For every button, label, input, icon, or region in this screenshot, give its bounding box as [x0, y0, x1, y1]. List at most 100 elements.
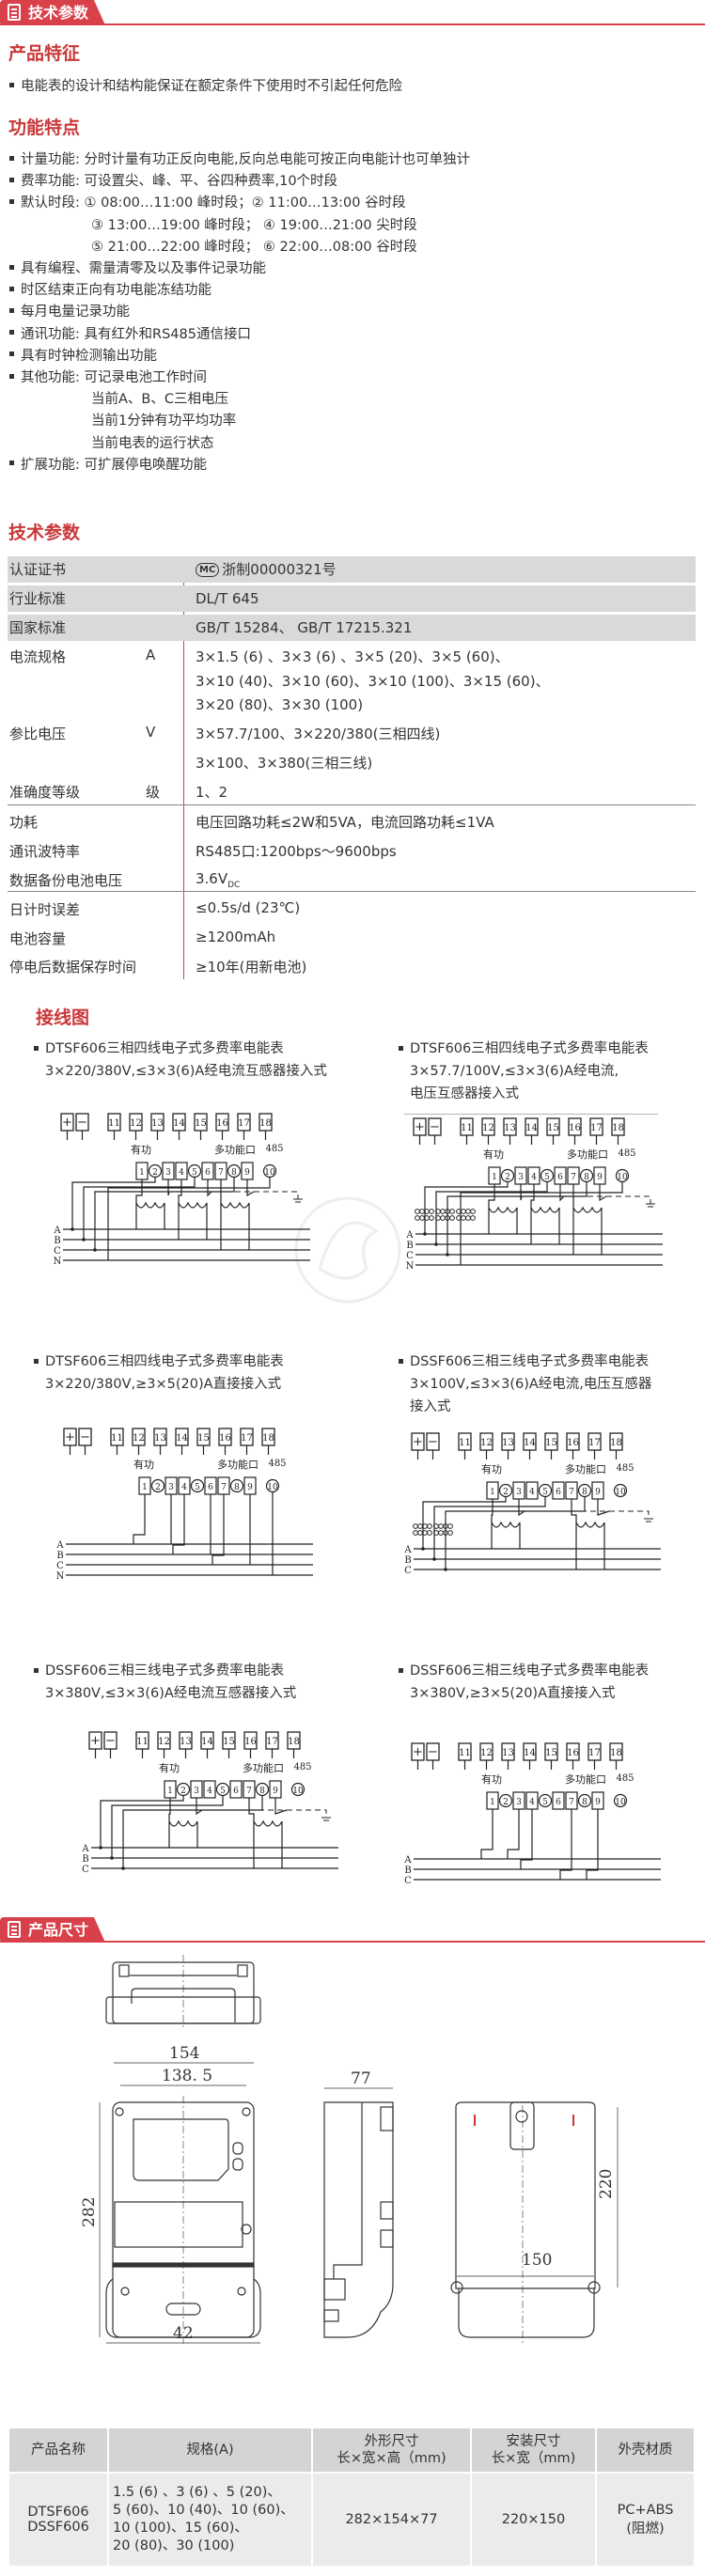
wire	[446, 1182, 588, 1255]
bottom-terminal-label: 3	[194, 1787, 199, 1796]
bottom-terminal-label: 2	[503, 1488, 509, 1497]
current-terminal	[552, 1791, 565, 1810]
spec-value: RS485口:1200bps～9600bps	[196, 841, 397, 861]
top-terminal-label: −	[428, 1435, 438, 1449]
bottom-terminal-label: 8	[584, 1173, 589, 1182]
voltage-terminal	[215, 1782, 230, 1797]
title-line: DTSF606三相四线电子式多费率电能表	[410, 1041, 649, 1056]
top-terminal-label: 16	[567, 1748, 579, 1758]
bullet-icon	[9, 177, 14, 182]
spec-value-text: 3×20 (80)、3×30 (100)	[196, 696, 364, 713]
voltage-transformer-coil	[419, 1209, 425, 1214]
voltage-terminal	[500, 1168, 515, 1183]
current-transformer-coil	[488, 1206, 518, 1213]
ground-line	[141, 1191, 299, 1199]
rear-view: 220 150	[450, 2101, 619, 2345]
top-terminal-label: 15	[195, 1118, 207, 1129]
bullet-icon	[9, 373, 14, 379]
header-line: 长×宽（mm)	[491, 2451, 576, 2466]
top-terminal-label: 16	[569, 1123, 581, 1133]
function-item: 其他功能: 可记录电池工作时间	[9, 367, 207, 386]
top-terminal-label: 15	[197, 1433, 210, 1444]
wire	[559, 1184, 565, 1202]
label-active-energy: 有功	[131, 1143, 151, 1156]
spec-value: ≥1200mAh	[196, 929, 275, 945]
function-item: 默认时段: ① 08:00…11:00 峰时段；② 11:00…13:00 谷时…	[9, 192, 406, 211]
bottom-terminal-label: 7	[569, 1488, 574, 1497]
bottom-terminal-label: 7	[246, 1787, 252, 1796]
bottom-terminal-label: 4	[179, 1168, 184, 1178]
divider	[0, 23, 705, 25]
title-line: DSSF606三相三线电子式多费率电能表	[45, 1663, 285, 1678]
bullet-icon	[9, 461, 14, 466]
spec-value: 电压回路功耗≤2W和5VA，电流回路功耗≤1VA	[196, 812, 494, 832]
voltage-transformer-coil	[440, 1215, 446, 1221]
function-continuation: 当前A、B、C三相电压	[91, 392, 228, 408]
spec-value: 3×57.7/100、3×220/380(三相四线)	[196, 724, 440, 743]
title-line: 3×380V,≥3×5(20)A直接接入式	[410, 1686, 616, 1701]
phase-label: A	[403, 1855, 412, 1866]
wire	[100, 1796, 184, 1848]
bottom-terminal-label: 1	[167, 1787, 173, 1796]
voltage-terminal	[577, 1483, 592, 1498]
bottom-terminal-label: 3	[518, 1173, 524, 1182]
voltage-transformer-coil	[461, 1209, 466, 1214]
spec-label: 数据备份电池电压	[9, 872, 123, 889]
spec-value: 3.6VDC	[196, 870, 240, 890]
label-active-energy: 有功	[481, 1772, 502, 1786]
phase-label: B	[56, 1551, 63, 1561]
bottom-terminal-label: 10	[267, 1483, 278, 1492]
wire	[172, 1494, 185, 1554]
function-continuation: 当前1分钟有功平均功率	[91, 414, 237, 429]
bottom-terminal-label: 4	[529, 1488, 535, 1497]
top-terminal-label: −	[428, 1745, 438, 1759]
function-text: 费率功能: 可设置尖、峰、平、谷四种费率,10个时段	[21, 174, 338, 190]
current-transformer-coil	[575, 1521, 605, 1528]
spec-label: 功耗	[9, 814, 39, 831]
voltage-transformer-coil	[415, 1209, 420, 1214]
bullet-icon	[399, 1359, 403, 1364]
function-text: 时区结束正向有功电能冻结功能	[21, 283, 212, 299]
title-line: 3×380V,≤3×3(6)A经电流互感器接入式	[45, 1686, 297, 1701]
bullet-icon	[9, 155, 14, 161]
function-item: 计量功能: 分时计量有功正反向电能,反向总电能可按正向电能计也可单独计	[9, 148, 470, 168]
wire	[559, 1809, 572, 1880]
section-tab-dimensions: 产品尺寸	[0, 1917, 105, 1943]
phase-label: B	[82, 1854, 88, 1865]
top-terminal-label: 14	[201, 1737, 213, 1747]
bottom-terminal-label: 1	[139, 1168, 145, 1178]
voltage-transformer-coil	[465, 1209, 471, 1214]
label-multifunction-port: 多功能口	[243, 1761, 284, 1774]
top-terminal-label: 11	[459, 1438, 471, 1448]
top-terminal-label: 18	[259, 1118, 272, 1129]
bottom-terminal-label: 4	[531, 1173, 537, 1182]
voltage-terminal	[148, 1163, 163, 1179]
top-terminal-label: 14	[176, 1433, 188, 1444]
top-terminal-label: 13	[504, 1123, 516, 1133]
bottom-terminal-label: 7	[221, 1483, 227, 1492]
bottom-terminal-label: 2	[152, 1168, 158, 1178]
dim-mount-width-label: 150	[522, 2251, 552, 2270]
title-line: 3×220/380V,≤3×3(6)A经电流互感器接入式	[45, 1064, 327, 1079]
spec-label: 通讯波特率	[9, 843, 81, 860]
title-line: DTSF606三相四线电子式多费率电能表	[45, 1354, 284, 1369]
top-terminal-label: +	[62, 1116, 72, 1130]
wire	[111, 1796, 224, 1858]
specs-heading: 技术参数	[8, 523, 81, 543]
top-terminal-label: 14	[524, 1438, 536, 1448]
junction-dot	[121, 1866, 125, 1870]
label-active-energy: 有功	[133, 1458, 154, 1471]
label-rs485: 485	[616, 1463, 634, 1474]
wire	[167, 1179, 170, 1196]
title-line: 3×220/380V,≥3×5(20)A直接接入式	[45, 1377, 282, 1392]
table-header-row: 产品名称 规格(A) 外形尺寸长×宽×高（mm) 安装尺寸长×宽（mm) 外壳材…	[8, 2427, 696, 2474]
function-text: 具有时钟检测输出功能	[21, 348, 157, 364]
spec-value-text: ≥1200mAh	[196, 929, 276, 945]
ground-icon	[321, 1817, 331, 1821]
label-rs485: 485	[265, 1144, 283, 1154]
bottom-terminal-label: 6	[556, 1798, 561, 1807]
